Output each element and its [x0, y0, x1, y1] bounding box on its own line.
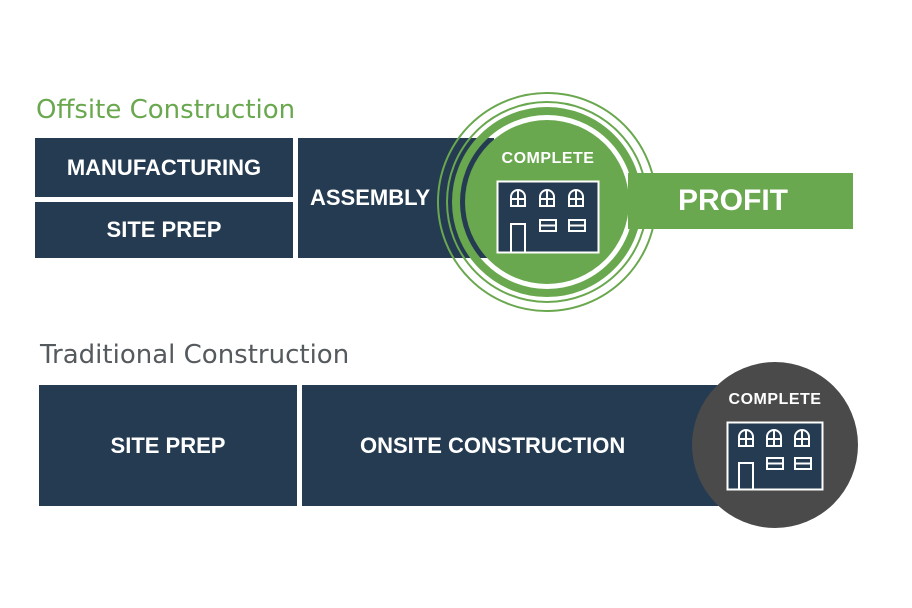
traditional-complete-label: COMPLETE: [728, 391, 822, 408]
traditional-heading: Traditional Construction: [40, 340, 350, 370]
onsite-construction-block: ONSITE CONSTRUCTION: [302, 385, 742, 506]
offsite-site-prep-block: SITE PREP: [35, 202, 293, 258]
offsite-heading: Offsite Construction: [36, 95, 296, 125]
complete-middle-ring: [446, 101, 648, 303]
building-icon: [726, 421, 824, 491]
complete-inner-ring: [452, 107, 642, 297]
offsite-complete-label: COMPLETE: [501, 150, 595, 167]
building-icon: [496, 180, 600, 254]
manufacturing-block: MANUFACTURING: [35, 138, 293, 197]
profit-bar: PROFIT: [628, 173, 853, 229]
traditional-site-prep-block: SITE PREP: [39, 385, 297, 506]
complete-outer-ring: [437, 92, 657, 312]
